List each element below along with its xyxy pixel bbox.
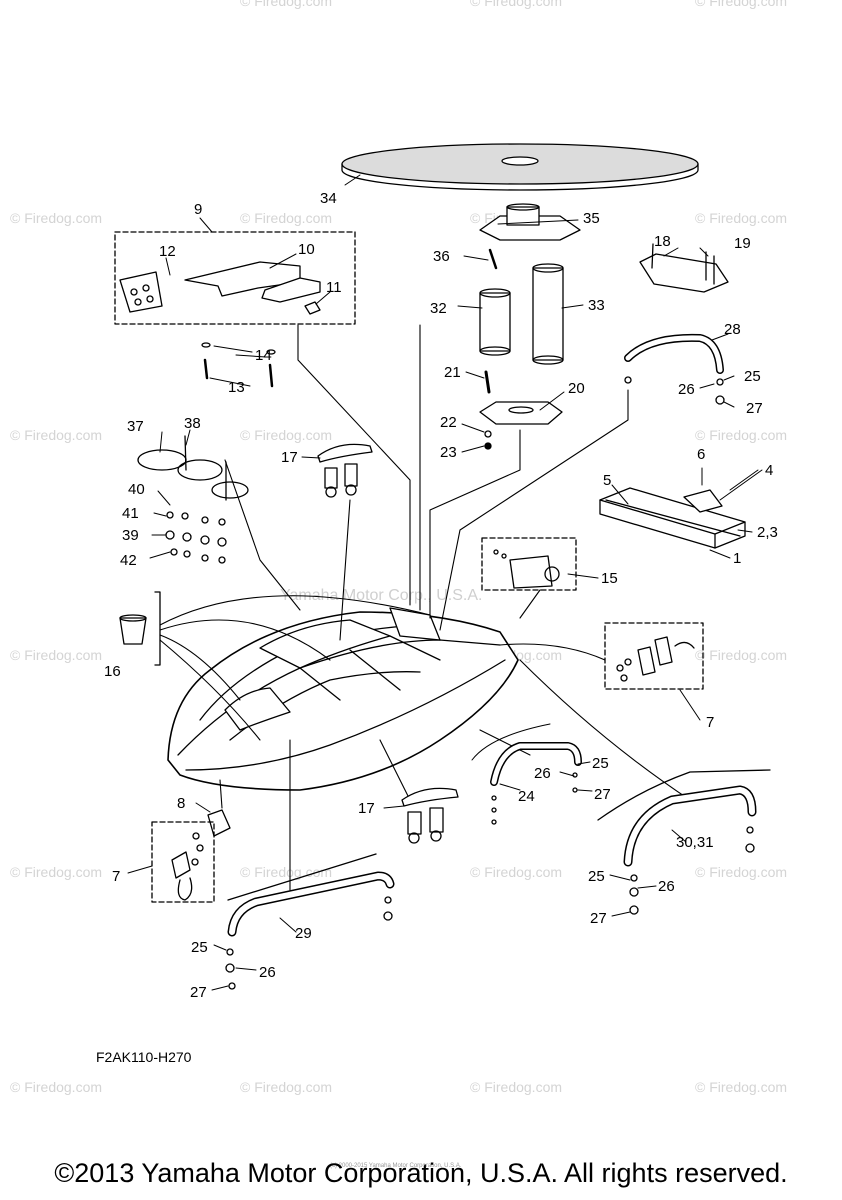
tow-eye-box-left [151,809,231,903]
callout-6: 6 [697,446,705,463]
callout-20: 20 [568,380,585,397]
callout-36: 36 [433,248,450,265]
leader-lines [127,174,763,991]
callout-10: 10 [298,241,315,258]
callout-23: 23 [440,444,457,461]
small-grab-rail-drawing [471,723,582,825]
switch-panel-box [481,537,577,591]
fine-print: (c) 2000-2015 Yamaha Motor Corporation, … [330,1163,462,1169]
callout-25: 25 [592,755,609,772]
table-top-drawing [341,143,699,191]
callout-25: 25 [588,868,605,885]
watermark: © Firedog.com [695,427,787,443]
watermark: © Firedog.com [240,210,332,226]
callout-35: 35 [583,210,600,227]
callout-7-left: 7 [112,868,120,885]
callout-1: 1 [733,550,741,567]
callout-27: 27 [594,786,611,803]
callout-labels: 34 35 36 32 33 9 12 10 11 18 19 14 13 21… [104,190,778,1001]
watermark: © Firedog.com [695,0,787,9]
callout-21: 21 [444,364,461,381]
callout-28: 28 [724,321,741,338]
callout-27: 27 [590,910,607,927]
callout-14: 14 [255,347,272,364]
watermark: © Firedog.com [10,1079,102,1095]
callout-29: 29 [295,925,312,942]
copyright-footer: ©2013 Yamaha Motor Corporation, U.S.A. A… [54,1158,788,1188]
watermark: © Firedog.com [10,647,102,663]
callout-26: 26 [259,964,276,981]
watermark: © Firedog.com [240,0,332,9]
watermark: © Firedog.com [470,0,562,9]
callout-30-31: 30,31 [676,834,714,851]
callout-40: 40 [128,481,145,498]
callout-2-3: 2,3 [757,524,778,541]
watermark: © Firedog.com [695,647,787,663]
center-watermark: Yamaha Motor Corp., U.S.A. [280,587,482,604]
bow-rail-drawing [225,853,395,990]
callout-15: 15 [601,570,618,587]
callout-24: 24 [518,788,535,805]
figure-code: F2AK110-H270 [96,1049,192,1065]
callout-22: 22 [440,414,457,431]
grab-rail-top-drawing [624,333,725,405]
bolts-and-washers-drawing [201,342,276,388]
callout-42: 42 [120,552,137,569]
watermark: © Firedog.com [240,1079,332,1095]
watermark: © Firedog.com [10,864,102,880]
callout-39: 39 [122,527,139,544]
boat-hull-drawing [167,607,519,791]
watermark: © Firedog.com [695,210,787,226]
rail-bracket-drawing [599,487,746,549]
watermark: © Firedog.com [695,864,787,880]
seat-base-drawing [639,243,729,293]
callout-16: 16 [104,663,121,680]
callout-27: 27 [190,984,207,1001]
callout-7-right: 7 [706,714,714,731]
pedestal-top-mount-drawing [479,203,581,270]
callout-37: 37 [127,418,144,435]
callout-33: 33 [588,297,605,314]
watermark: © Firedog.com [10,427,102,443]
watermark: © Firedog.com [240,427,332,443]
callout-32: 32 [430,300,447,317]
callout-34: 34 [320,190,337,207]
callout-17-upper: 17 [281,449,298,466]
cleat-kit-box [114,231,356,325]
callout-25: 25 [191,939,208,956]
watermark: © Firedog.com [695,1079,787,1095]
callout-18: 18 [654,233,671,250]
watermark: © Firedog.com [470,1079,562,1095]
callout-4: 4 [765,462,773,479]
callout-19: 19 [734,235,751,252]
upper-cleat-drawing [317,443,373,498]
callout-9: 9 [194,201,202,218]
callout-38: 38 [184,415,201,432]
callout-13: 13 [228,379,245,396]
callout-12: 12 [159,243,176,260]
watermark: © Firedog.com [240,864,332,880]
watermark: © Firedog.com [10,210,102,226]
callout-26: 26 [534,765,551,782]
lower-cleat-drawing [401,787,459,844]
tow-eye-box-right [604,622,704,690]
callout-11: 11 [326,279,342,296]
watermark: © Firedog.com [470,864,562,880]
callout-41: 41 [122,505,139,522]
callout-8: 8 [177,795,185,812]
callout-25: 25 [744,368,761,385]
pedestal-posts-drawing [479,263,564,365]
connector-lines [159,324,691,891]
callout-26: 26 [678,381,695,398]
long-grab-rail-drawing [597,769,771,915]
callout-27: 27 [746,400,763,417]
callout-5: 5 [603,472,611,489]
cup-holder-rings-drawing [137,435,249,564]
pedestal-base-drawing [479,370,563,450]
callout-26: 26 [658,878,675,895]
cup-drawing [119,591,161,666]
callout-17-lower: 17 [358,800,375,817]
